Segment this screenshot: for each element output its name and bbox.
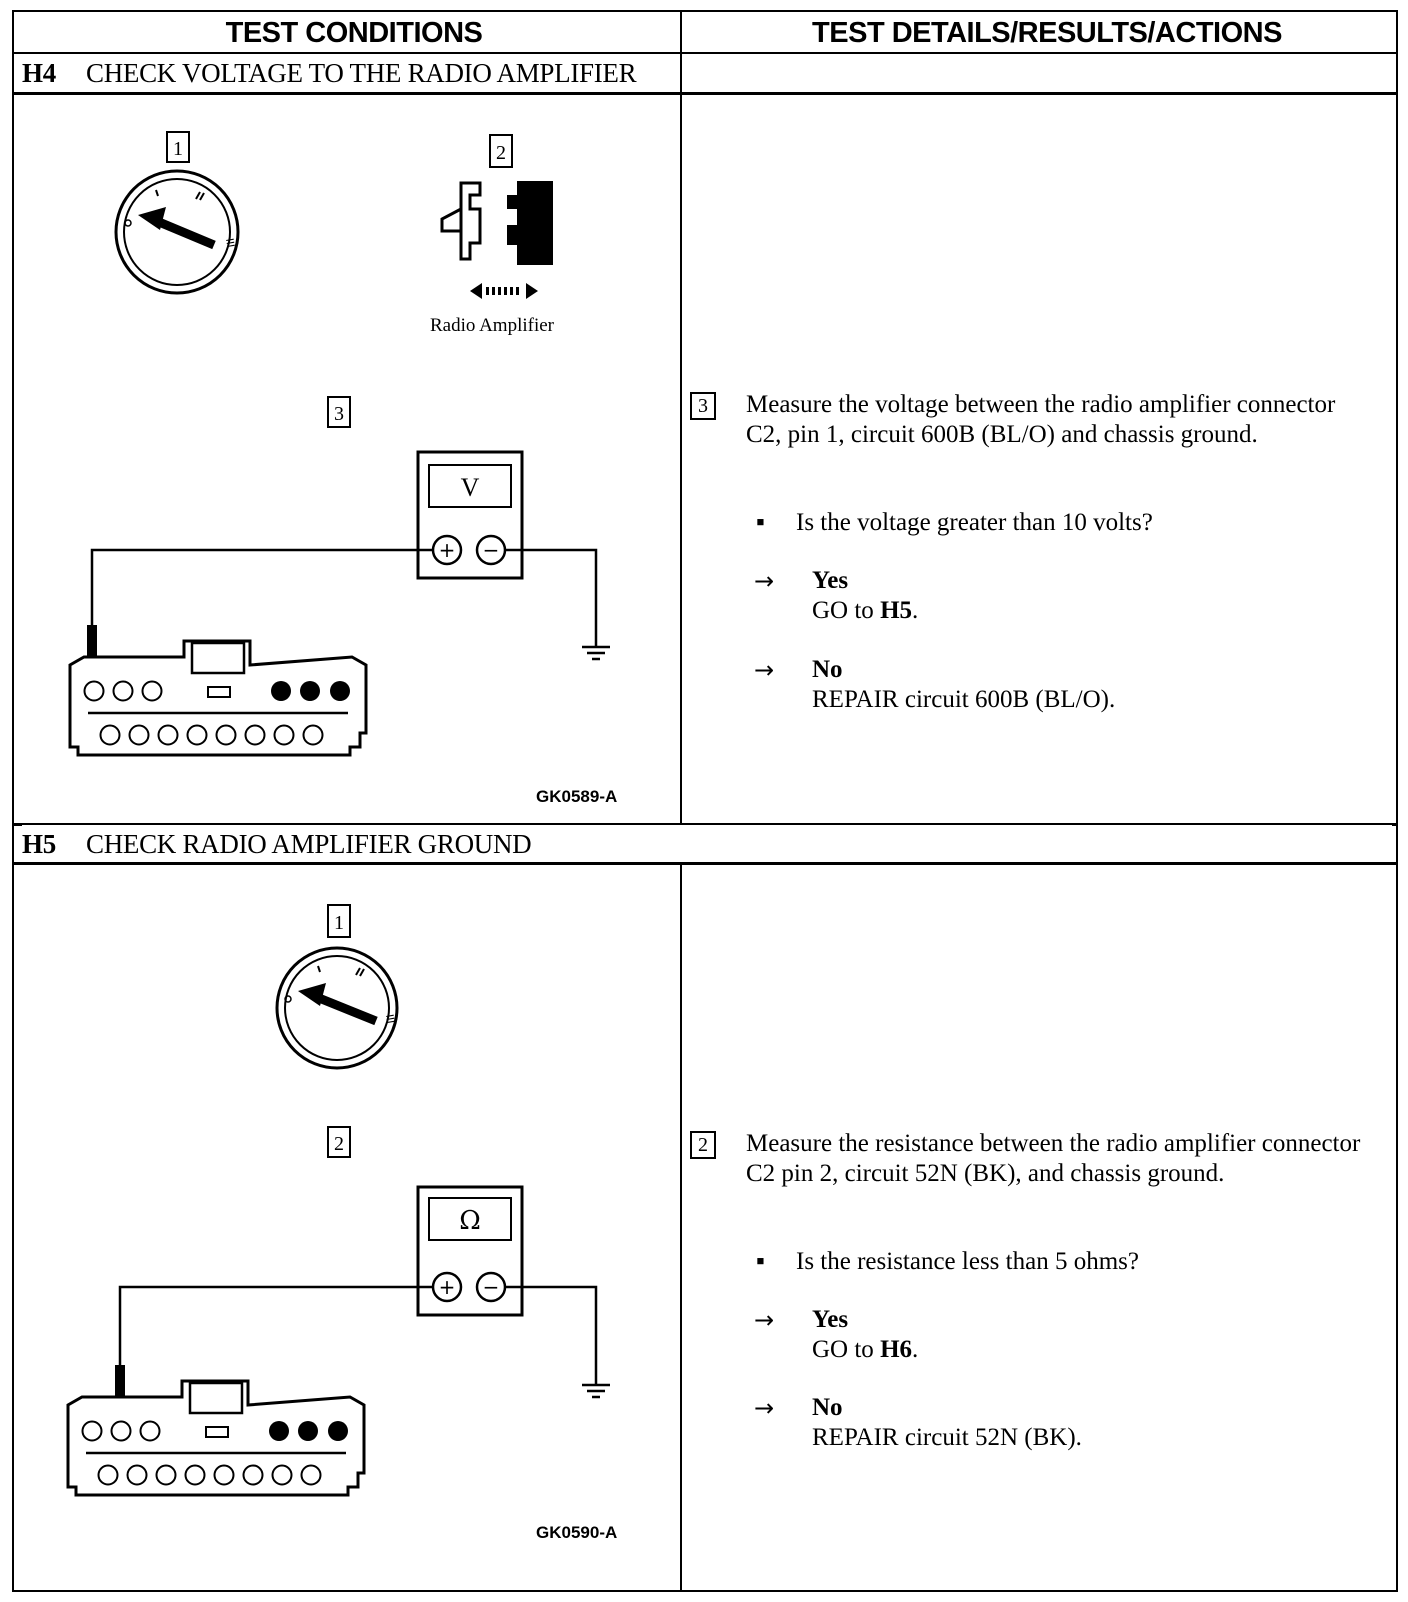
step-box: 3 <box>690 392 716 420</box>
figure-id: GK0589-A <box>536 787 618 806</box>
goto-link: H6 <box>880 1336 913 1363</box>
figure-id: GK0590-A <box>536 1523 618 1542</box>
section-code: H5 <box>22 828 56 859</box>
section-title-text: CHECK VOLTAGE TO THE RADIO AMPLIFIER <box>86 57 637 88</box>
step-box-1 <box>166 131 190 163</box>
step-label-2: 2 <box>334 1133 344 1155</box>
probe-tip <box>87 625 97 661</box>
answer-action: REPAIR circuit 600B (BL/O). <box>812 686 1116 713</box>
header-test-details: TEST DETAILS/RESULTS/ACTIONS <box>812 16 1282 49</box>
chassis-ground-icon <box>582 645 610 661</box>
section-h4-details: 3 Measure the voltage between the radio … <box>690 390 1380 750</box>
question-text: Is the voltage greater than 10 volts? <box>796 509 1153 536</box>
meter-symbol: V <box>461 473 480 502</box>
meter-minus: − <box>483 538 500 562</box>
meter-plus: + <box>439 1275 456 1299</box>
ignition-switch-icon: III <box>114 169 240 295</box>
section-code: H4 <box>22 57 56 88</box>
ohmmeter-icon: Ω + − <box>416 1185 524 1317</box>
test-lead-negative <box>505 1285 598 1385</box>
arrow-right-icon: → <box>754 656 775 684</box>
meter-plus: + <box>439 538 456 562</box>
answer-action: GO to H6. <box>812 1336 919 1363</box>
step-label-3: 3 <box>334 403 344 425</box>
step-label-2: 2 <box>496 142 506 164</box>
step-box-1 <box>327 904 351 938</box>
answer-label: No <box>812 1394 843 1421</box>
section-h5-details: 2 Measure the resistance between the rad… <box>690 1129 1380 1489</box>
svg-text:III: III <box>383 1013 396 1024</box>
goto-link: H5 <box>880 597 913 624</box>
bullet-icon: ▪ <box>756 509 765 536</box>
h5-diagram: 1 III 2 Ω + <box>66 904 610 1497</box>
connector-disconnect-icon <box>440 181 553 299</box>
section-h4-title: H4 CHECK VOLTAGE TO THE RADIO AMPLIFIER <box>22 54 637 92</box>
step-box-2 <box>327 1126 351 1158</box>
h4-diagram: 1 III 2 <box>68 131 610 757</box>
radio-amplifier-connector-c2 <box>66 1379 366 1497</box>
divider <box>14 92 1396 95</box>
meter-minus: − <box>483 1275 500 1299</box>
answer-action: GO to H5. <box>812 597 919 624</box>
meter-symbol: Ω <box>459 1206 481 1236</box>
step-box-2 <box>489 134 513 168</box>
diagnostic-table: TEST CONDITIONS TEST DETAILS/RESULTS/ACT… <box>12 10 1398 1592</box>
section-h5-title: H5 CHECK RADIO AMPLIFIER GROUND <box>22 825 1392 863</box>
instruction-text: Measure the voltage between the radio am… <box>746 391 1336 448</box>
answer-label: No <box>812 656 843 683</box>
test-lead-positive <box>90 548 433 655</box>
radio-amplifier-connector-c2 <box>68 639 368 757</box>
header-test-conditions: TEST CONDITIONS <box>225 16 483 49</box>
section-h4-illustration: 1 III 2 <box>14 95 694 823</box>
answer-label: Yes <box>812 567 849 594</box>
arrow-right-icon: → <box>754 1306 775 1334</box>
question-row: ▪ Is the voltage greater than 10 volts? <box>756 508 1356 538</box>
step-label-1: 1 <box>334 912 344 934</box>
test-lead-positive <box>118 1285 433 1395</box>
section-title-text: CHECK RADIO AMPLIFIER GROUND <box>86 828 532 859</box>
question-text: Is the resistance less than 5 ohms? <box>796 1248 1139 1275</box>
column-divider <box>680 12 682 1590</box>
question-row: ▪ Is the resistance less than 5 ohms? <box>756 1247 1356 1277</box>
bullet-icon: ▪ <box>756 1248 765 1275</box>
instruction-text: Measure the resistance between the radio… <box>746 1130 1361 1187</box>
component-label: Radio Amplifier <box>430 315 555 336</box>
test-lead-negative <box>505 548 598 647</box>
voltmeter-icon: V + − <box>416 450 524 580</box>
step-box: 2 <box>690 1131 716 1159</box>
divider <box>14 862 1396 865</box>
probe-tip <box>115 1365 125 1401</box>
ignition-switch-icon: III <box>275 946 399 1070</box>
step-label-1: 1 <box>173 138 183 160</box>
svg-text:III: III <box>223 237 236 248</box>
divider <box>14 52 1396 54</box>
arrow-right-icon: → <box>754 567 775 595</box>
answer-label: Yes <box>812 1306 849 1333</box>
arrow-right-icon: → <box>754 1394 775 1422</box>
step-box-3 <box>327 396 351 428</box>
section-h5-illustration: 1 III 2 Ω + <box>14 865 694 1590</box>
chassis-ground-icon <box>582 1383 610 1399</box>
answer-action: REPAIR circuit 52N (BK). <box>812 1424 1082 1451</box>
divider <box>14 823 1396 826</box>
